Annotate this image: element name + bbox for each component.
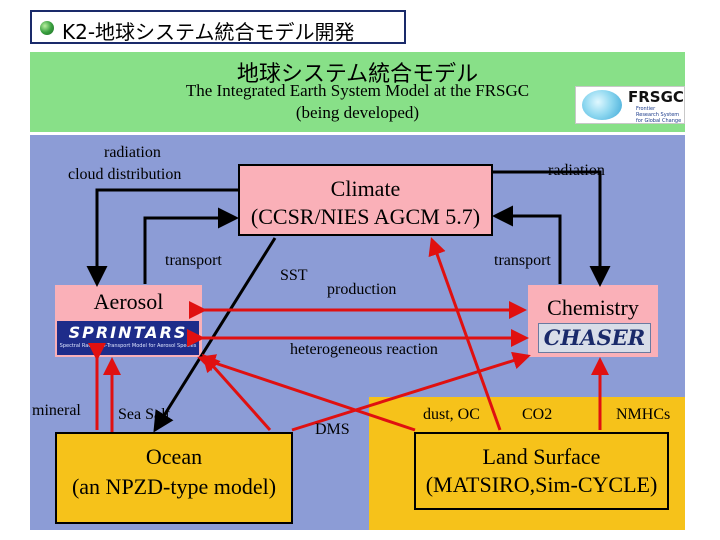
- transport-left-label: transport: [165, 252, 222, 269]
- dms-chemistry-arrow: [291, 351, 531, 432]
- header-subtitle: The Integrated Earth System Model at the…: [185, 81, 530, 100]
- transport-chemistry-arrow: [492, 205, 562, 284]
- sst-label: SST: [280, 267, 308, 284]
- globe-bullet-icon: [40, 21, 54, 35]
- radiation-cloud-arrow: [86, 188, 238, 287]
- dust-oc-label: dust, OC: [423, 406, 480, 423]
- sprintars-subtitle: Spectral Radiation-Transport Model for A…: [59, 343, 197, 349]
- transport-right-label: transport: [494, 252, 551, 269]
- mineral-label: mineral: [32, 402, 81, 419]
- radiation-right-label: radiation: [548, 162, 605, 179]
- header-title: 地球システム統合モデル: [236, 62, 479, 87]
- dust-oc-arrow: [197, 354, 416, 432]
- dms-aerosol-arrow: [202, 353, 272, 431]
- globe-logo-icon: [582, 90, 622, 120]
- co2-label: CO2: [522, 406, 553, 423]
- header-subtitle-note: (being developed): [295, 103, 420, 122]
- dms-label: DMS: [315, 421, 350, 438]
- cloud-distribution-label: cloud distribution: [68, 166, 182, 183]
- land-surface-box: Land Surface (MATSIRO,Sim-CYCLE): [414, 432, 669, 510]
- sprintars-label: SPRINTARS: [68, 323, 188, 342]
- chaser-badge: CHASER: [538, 323, 651, 353]
- production-label: production: [327, 281, 397, 298]
- ocean-box: Ocean (an NPZD-type model): [55, 432, 293, 524]
- slide-title-bar: K2-地球システム統合モデル開発: [30, 10, 406, 44]
- land-surface-label: Land Surface: [482, 444, 601, 469]
- climate-model-label: (CCSR/NIES AGCM 5.7): [250, 204, 481, 229]
- sea-salt-label: Sea Salt: [118, 406, 170, 423]
- ocean-label: Ocean: [145, 444, 203, 469]
- frsgc-logo: FRSGC Frontier Research System for Globa…: [575, 86, 685, 124]
- sprintars-badge: SPRINTARS Spectral Radiation-Transport M…: [57, 321, 199, 355]
- slide-title: K2-地球システム統合モデル開発: [62, 20, 355, 44]
- logo-tagline: Frontier Research System for Global Chan…: [636, 106, 682, 124]
- logo-name: FRSGC: [628, 88, 684, 106]
- chaser-label: CHASER: [543, 325, 646, 350]
- aerosol-label: Aerosol: [93, 289, 164, 314]
- ocean-model-label: (an NPZD-type model): [71, 474, 277, 499]
- radiation-left-label: radiation: [104, 144, 161, 161]
- climate-box: Climate (CCSR/NIES AGCM 5.7): [238, 164, 493, 236]
- transport-aerosol-arrow: [143, 207, 239, 284]
- radiation-chemistry-arrow: [493, 170, 611, 287]
- heterogeneous-reaction-label: heterogeneous reaction: [290, 341, 438, 358]
- nmhcs-label: NMHCs: [616, 406, 671, 423]
- climate-label: Climate: [330, 176, 401, 201]
- co2-land-arrow: [428, 237, 502, 431]
- chemistry-label: Chemistry: [547, 295, 639, 320]
- land-surface-model-label: (MATSIRO,Sim-CYCLE): [425, 472, 658, 497]
